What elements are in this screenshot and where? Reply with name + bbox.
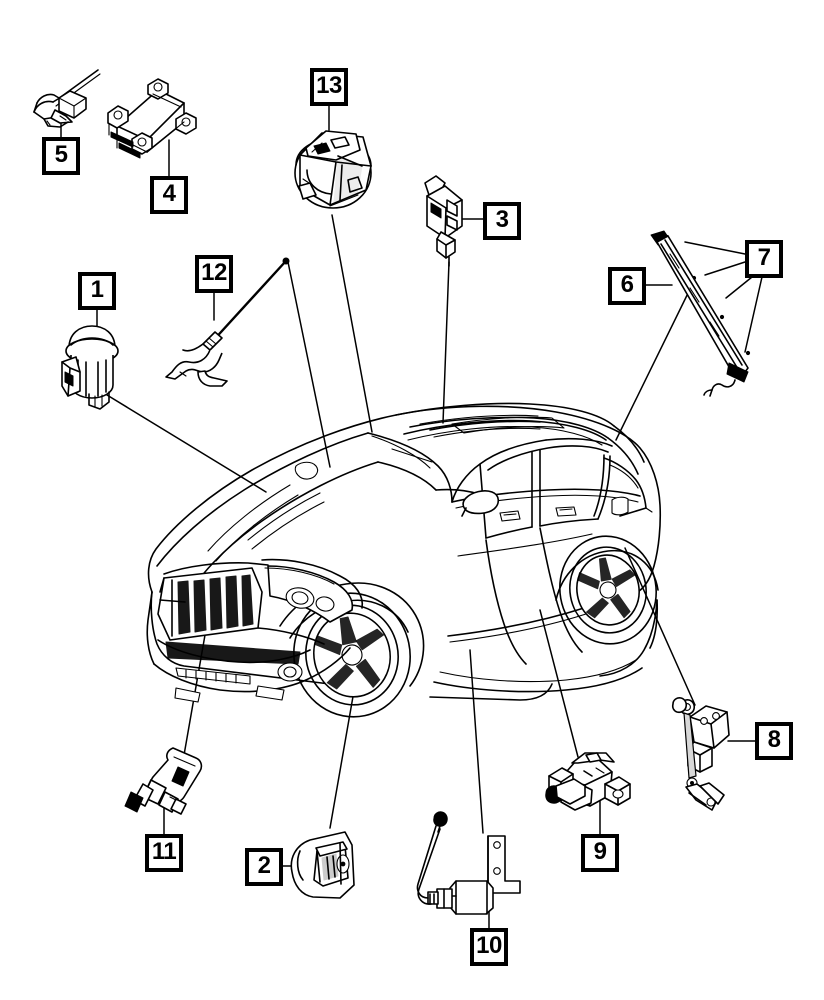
callout-1[interactable]: 1 [78, 272, 116, 310]
callout-12-label: 12 [201, 259, 227, 286]
callout-3[interactable]: 3 [483, 202, 521, 240]
callout-7-label: 7 [757, 244, 771, 271]
callout-10-label: 10 [476, 932, 502, 959]
callout-10[interactable]: 10 [470, 928, 508, 966]
callout-5-label: 5 [54, 141, 68, 168]
part-1-dome-sensor [61, 325, 119, 410]
callout-11[interactable]: 11 [145, 834, 183, 872]
vehicle-illustration [146, 402, 662, 718]
part-10-bracket-sensor [416, 811, 521, 915]
callout-4[interactable]: 4 [150, 176, 188, 214]
callout-1-label: 1 [90, 276, 104, 303]
callout-2[interactable]: 2 [245, 848, 283, 886]
callout-9[interactable]: 9 [581, 834, 619, 872]
callout-4-label: 4 [162, 180, 176, 207]
part-13-clockspring [294, 130, 372, 209]
callout-2-label: 2 [257, 852, 271, 879]
callout-8-label: 8 [767, 726, 781, 753]
callout-13[interactable]: 13 [310, 68, 348, 106]
callout-13-label: 13 [316, 72, 342, 99]
part-5-bracket-sensor [33, 69, 101, 128]
part-6-curtain-airbag [650, 230, 749, 397]
part-2-sensor-housing [290, 831, 355, 899]
callout-11-label: 11 [151, 838, 177, 865]
callout-9-label: 9 [593, 838, 607, 865]
callout-6-label: 6 [620, 271, 634, 298]
part-4-control-module [107, 78, 197, 159]
callout-7[interactable]: 7 [745, 240, 783, 278]
callout-5[interactable]: 5 [42, 137, 80, 175]
callout-8[interactable]: 8 [755, 722, 793, 760]
part-12-antenna [165, 257, 290, 387]
part-3-impact-sensor [424, 175, 463, 267]
callout-6[interactable]: 6 [608, 267, 646, 305]
callout-3-label: 3 [495, 206, 509, 233]
part-11-front-impact-sensor [124, 747, 203, 815]
part-8-ride-height-sensor [671, 697, 730, 811]
part-9-yaw-rate-sensor [545, 752, 631, 811]
grille-slots [177, 574, 254, 635]
callout-12[interactable]: 12 [195, 255, 233, 293]
